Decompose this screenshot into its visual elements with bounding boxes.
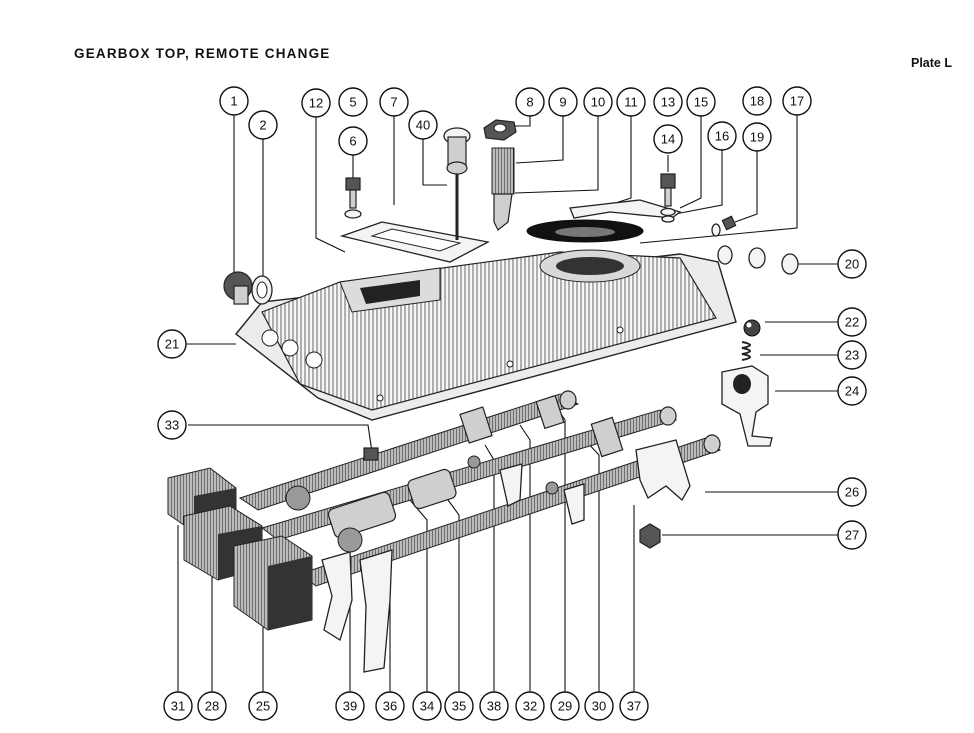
callout-20: 20 xyxy=(837,249,867,279)
callout-number: 6 xyxy=(349,134,356,149)
callout-number: 21 xyxy=(165,337,179,352)
washer-2 xyxy=(251,275,273,305)
callout-36: 36 xyxy=(375,691,405,721)
callout-24: 24 xyxy=(837,376,867,406)
callout-number: 38 xyxy=(487,699,501,714)
callout-26: 26 xyxy=(837,477,867,507)
callout-12: 12 xyxy=(301,88,331,118)
callout-number: 7 xyxy=(390,95,397,110)
callout-18: 18 xyxy=(742,86,772,116)
callout-number: 40 xyxy=(416,118,430,133)
callout-number: 16 xyxy=(715,129,729,144)
callout-6: 6 xyxy=(338,126,368,156)
screw-5 xyxy=(344,177,362,219)
plug-1 xyxy=(223,271,253,305)
callout-9: 9 xyxy=(548,87,578,117)
screw-19 xyxy=(711,215,737,237)
cover-gasket xyxy=(339,221,490,263)
callout-2: 2 xyxy=(248,110,278,140)
gearbox-cover xyxy=(235,249,737,421)
callout-19: 19 xyxy=(742,122,772,152)
callout-39: 39 xyxy=(335,691,365,721)
callout-38: 38 xyxy=(479,691,509,721)
callout-number: 1 xyxy=(230,94,237,109)
callout-number: 27 xyxy=(845,528,859,543)
diagram-title: GEARBOX TOP, REMOTE CHANGE xyxy=(74,46,331,61)
callout-number: 5 xyxy=(349,95,356,110)
nut-8 xyxy=(483,119,517,141)
callout-32: 32 xyxy=(515,691,545,721)
callout-number: 31 xyxy=(171,699,185,714)
callout-27: 27 xyxy=(837,520,867,550)
callout-22: 22 xyxy=(837,307,867,337)
callout-number: 20 xyxy=(845,257,859,272)
callout-7: 7 xyxy=(379,87,409,117)
callout-number: 22 xyxy=(845,315,859,330)
leader-lines xyxy=(177,115,838,692)
callout-number: 18 xyxy=(750,94,764,109)
plate-label: Plate L xyxy=(911,56,952,70)
ball-22 xyxy=(743,319,761,337)
callout-13: 13 xyxy=(653,87,683,117)
callout-25: 25 xyxy=(248,691,278,721)
callout-11: 11 xyxy=(616,87,646,117)
callout-number: 32 xyxy=(523,699,537,714)
screw-13 xyxy=(660,173,676,223)
callout-number: 39 xyxy=(343,699,357,714)
callout-40: 40 xyxy=(408,110,438,140)
callout-1: 1 xyxy=(219,86,249,116)
callout-30: 30 xyxy=(584,691,614,721)
callout-number: 2 xyxy=(259,118,266,133)
callout-17: 17 xyxy=(782,86,812,116)
callout-5: 5 xyxy=(338,87,368,117)
gasket-opening xyxy=(526,219,644,243)
callout-number: 35 xyxy=(452,699,466,714)
spring-23 xyxy=(741,341,751,361)
callout-23: 23 xyxy=(837,340,867,370)
selector-24 xyxy=(721,365,773,447)
callout-28: 28 xyxy=(197,691,227,721)
callout-number: 34 xyxy=(420,699,434,714)
callout-number: 17 xyxy=(790,94,804,109)
callout-number: 10 xyxy=(591,95,605,110)
callout-number: 24 xyxy=(845,384,859,399)
callout-number: 29 xyxy=(558,699,572,714)
callout-37: 37 xyxy=(619,691,649,721)
callout-number: 28 xyxy=(205,699,219,714)
plugs-20 xyxy=(717,245,799,275)
callout-14: 14 xyxy=(653,124,683,154)
callout-35: 35 xyxy=(444,691,474,721)
callout-21: 21 xyxy=(157,329,187,359)
knob-40 xyxy=(443,127,471,240)
callout-number: 25 xyxy=(256,699,270,714)
callout-number: 9 xyxy=(559,95,566,110)
callout-number: 14 xyxy=(661,132,675,147)
callout-number: 33 xyxy=(165,418,179,433)
callout-number: 19 xyxy=(750,130,764,145)
callout-10: 10 xyxy=(583,87,613,117)
callout-number: 37 xyxy=(627,699,641,714)
callout-16: 16 xyxy=(707,121,737,151)
callout-number: 8 xyxy=(526,95,533,110)
callout-33: 33 xyxy=(157,410,187,440)
selector-forks xyxy=(321,439,691,673)
plunger-9 xyxy=(491,147,515,231)
callout-number: 11 xyxy=(624,95,638,110)
callout-number: 23 xyxy=(845,348,859,363)
callout-number: 26 xyxy=(845,485,859,500)
callout-31: 31 xyxy=(163,691,193,721)
callout-34: 34 xyxy=(412,691,442,721)
callout-number: 12 xyxy=(309,96,323,111)
end-block-25 xyxy=(233,535,313,631)
callout-number: 13 xyxy=(661,95,675,110)
callout-number: 15 xyxy=(694,95,708,110)
callout-number: 30 xyxy=(592,699,606,714)
callout-number: 36 xyxy=(383,699,397,714)
callout-29: 29 xyxy=(550,691,580,721)
rod-fittings xyxy=(285,394,624,553)
callout-8: 8 xyxy=(515,87,545,117)
callout-15: 15 xyxy=(686,87,716,117)
